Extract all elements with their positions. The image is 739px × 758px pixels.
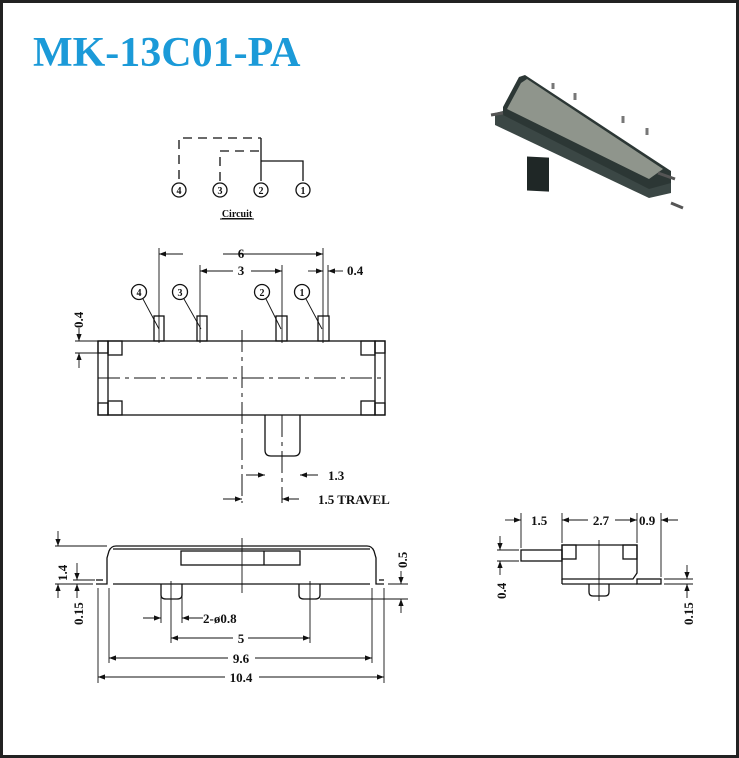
dim-2-7: 2.7 bbox=[593, 513, 610, 528]
svg-text:2: 2 bbox=[259, 186, 264, 197]
part-number-title: MK-13C01-PA bbox=[33, 30, 301, 76]
svg-text:4: 4 bbox=[137, 288, 142, 299]
circuit-pin-2: 2 bbox=[253, 182, 269, 198]
dim-5: 5 bbox=[238, 631, 245, 646]
circuit-label: Circuit bbox=[222, 209, 253, 220]
svg-text:3: 3 bbox=[218, 186, 223, 197]
circuit-pin-1: 1 bbox=[295, 182, 311, 198]
end-view: 1.5 2.7 0.9 0.4 0.15 bbox=[494, 513, 696, 625]
drawing-canvas: MK-13C01-PA 4 3 2 1 Circuit bbox=[33, 30, 696, 685]
dim-0-4-height: 0.4 bbox=[71, 311, 86, 328]
dim-1-5-end: 1.5 bbox=[531, 513, 548, 528]
dim-1-5-travel: 1.5 TRAVEL bbox=[318, 492, 390, 507]
pin-label-2: 2 bbox=[253, 283, 282, 330]
circuit-pin-4: 4 bbox=[171, 182, 187, 198]
top-view: 6 3 0.4 0.4 4 3 2 1 1.3 1.5 TRAVEL bbox=[71, 246, 390, 507]
dim-0-5: 0.5 bbox=[395, 551, 410, 568]
dim-1-3: 1.3 bbox=[328, 468, 345, 483]
svg-text:1: 1 bbox=[300, 288, 305, 299]
pin-label-1: 1 bbox=[293, 283, 323, 330]
dim-3: 3 bbox=[238, 263, 245, 278]
dim-9-6: 9.6 bbox=[233, 651, 250, 666]
svg-text:3: 3 bbox=[178, 288, 183, 299]
dim-0-15-end: 0.15 bbox=[681, 602, 696, 625]
dim-1-4: 1.4 bbox=[55, 564, 70, 581]
svg-text:4: 4 bbox=[177, 186, 182, 197]
dim-0-15-side: 0.15 bbox=[71, 602, 86, 625]
dim-10-4: 10.4 bbox=[230, 670, 253, 685]
circuit-pin-3: 3 bbox=[212, 182, 228, 198]
dim-0-4-end: 0.4 bbox=[494, 582, 509, 599]
product-photo bbox=[490, 75, 684, 210]
svg-text:1: 1 bbox=[301, 186, 306, 197]
side-view: 2-ø0.8 5 9.6 10.4 1.4 0.15 0.5 bbox=[55, 531, 410, 685]
circuit-diagram: 4 3 2 1 Circuit bbox=[171, 137, 311, 220]
dim-6: 6 bbox=[238, 246, 245, 261]
pin-label-3: 3 bbox=[171, 283, 202, 330]
dim-0-9: 0.9 bbox=[639, 513, 656, 528]
dim-0-4-pin: 0.4 bbox=[347, 263, 364, 278]
pin-label-4: 4 bbox=[130, 283, 160, 330]
svg-text:2: 2 bbox=[260, 288, 265, 299]
dim-2-hole: 2-ø0.8 bbox=[203, 611, 237, 626]
